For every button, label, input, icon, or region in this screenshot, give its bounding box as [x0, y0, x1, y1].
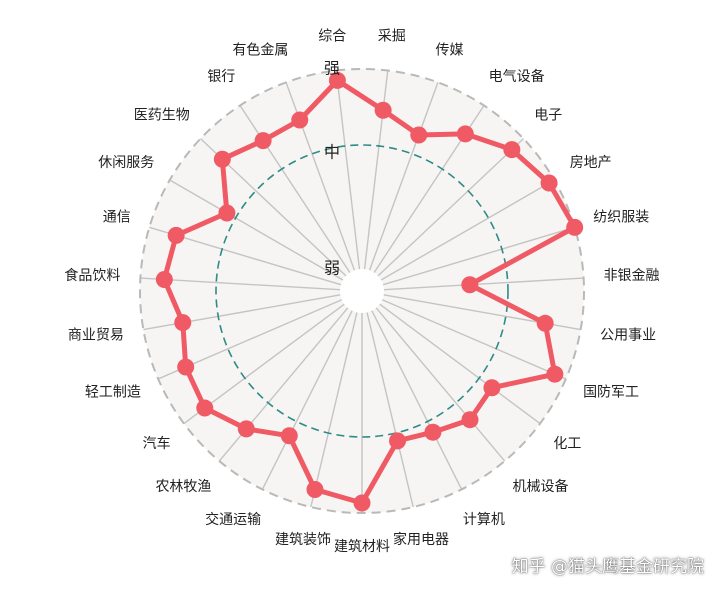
category-label: 食品饮料	[64, 267, 120, 284]
data-point-电子	[503, 141, 521, 159]
category-label: 轻工制造	[85, 384, 141, 400]
category-label: 采掘	[378, 29, 406, 45]
category-label: 非银金融	[604, 268, 660, 284]
data-point-休闲服务	[218, 204, 236, 222]
data-point-交通运输	[280, 427, 298, 445]
category-label: 农林牧渔	[155, 479, 211, 495]
category-label: 国防军工	[583, 384, 639, 400]
category-label: 银行	[207, 69, 235, 85]
mid-ring	[215, 144, 509, 438]
category-label: 汽车	[143, 435, 171, 452]
data-point-医药生物	[213, 150, 231, 168]
category-label: 综合	[318, 29, 346, 45]
spoke-8	[381, 299, 567, 380]
category-label: 有色金属	[232, 41, 288, 58]
category-label: 休闲服务	[98, 155, 154, 171]
outer-ring	[139, 68, 585, 514]
spoke-14	[310, 312, 358, 508]
watermark: 知乎 @猫头鹰基金研究院	[511, 557, 704, 577]
category-label: 家用电器	[393, 531, 449, 548]
category-label: 计算机	[463, 512, 505, 528]
level-label-1: 中	[324, 143, 340, 162]
data-point-食品饮料	[155, 270, 173, 288]
data-point-轻工制造	[177, 358, 195, 376]
data-point-综合	[328, 71, 346, 89]
spoke-3	[377, 138, 524, 277]
category-label: 传媒	[436, 42, 464, 58]
data-point-建筑装饰	[306, 481, 324, 499]
spoke-22	[169, 179, 344, 281]
spoke-5	[382, 226, 575, 286]
data-point-化工	[483, 379, 501, 397]
level-labels: 弱中强	[324, 59, 340, 278]
spoke-4	[380, 179, 555, 281]
center-hole	[340, 269, 384, 313]
spoke-20	[140, 277, 341, 291]
level-label-2: 强	[324, 59, 340, 78]
spoke-26	[335, 70, 361, 270]
series-points	[155, 71, 584, 512]
data-point-计算机	[424, 423, 442, 441]
category-label: 建筑装饰	[275, 532, 331, 548]
data-point-国防军工	[546, 365, 564, 383]
series-line	[161, 77, 578, 506]
spoke-24	[239, 105, 351, 274]
data-point-建筑材料	[353, 494, 371, 512]
spoke-1	[368, 82, 439, 271]
data-point-农林牧渔	[237, 420, 255, 438]
data-point-电气设备	[456, 125, 474, 143]
category-labels: 采掘传媒电气设备电子房地产纺织服装非银金融公用事业国防军工化工机械设备计算机家用…	[64, 29, 659, 555]
data-point-银行	[254, 132, 272, 150]
category-label: 房地产	[570, 155, 612, 171]
spoke-12	[366, 312, 414, 508]
spoke-9	[379, 303, 541, 425]
category-label: 纺织服装	[593, 210, 649, 226]
data-point-汽车	[196, 399, 214, 417]
spoke-11	[371, 310, 463, 490]
data-point-公用事业	[536, 314, 554, 332]
level-label-0: 弱	[324, 259, 340, 278]
category-label: 公用事业	[600, 327, 656, 343]
category-label: 医药生物	[134, 107, 190, 123]
data-point-采掘	[374, 101, 392, 119]
category-label: 化工	[553, 436, 581, 452]
data-point-商业贸易	[174, 314, 192, 332]
category-label: 电气设备	[489, 68, 545, 85]
data-point-非银金融	[461, 276, 479, 294]
category-label: 机械设备	[513, 478, 569, 495]
category-label: 电子	[534, 107, 562, 123]
data-point-机械设备	[461, 411, 479, 429]
data-point-纺织服装	[566, 218, 584, 236]
radar-spokes	[140, 70, 584, 513]
data-point-传媒	[410, 126, 428, 144]
category-label: 交通运输	[205, 511, 261, 528]
data-point-房地产	[540, 174, 558, 192]
spoke-10	[375, 307, 506, 462]
data-point-家用电器	[389, 432, 407, 450]
data-point-通信	[167, 226, 185, 244]
category-label: 通信	[103, 210, 131, 226]
spoke-15	[261, 310, 353, 490]
data-point-有色金属	[291, 111, 309, 129]
spoke-6	[383, 277, 584, 291]
category-label: 建筑材料	[334, 539, 390, 555]
spoke-16	[218, 307, 349, 462]
category-label: 商业贸易	[68, 327, 124, 343]
